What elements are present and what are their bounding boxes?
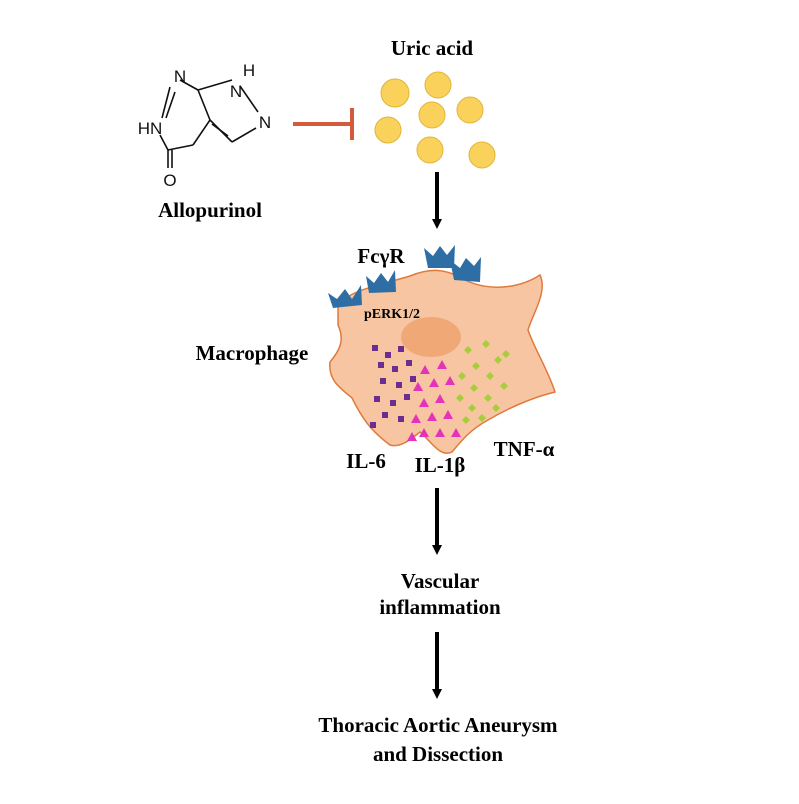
fcgr-receptors	[328, 245, 481, 308]
atom-nh-hydrogen: H	[243, 61, 255, 80]
fcgr-receptor	[328, 285, 362, 308]
atom-n-top: N	[230, 82, 242, 101]
uric-acid-particle	[424, 71, 452, 99]
allopurinol-label: Allopurinol	[158, 198, 262, 222]
disease-label-line1: Thoracic Aortic Aneurysm	[318, 713, 558, 737]
uric-acid-particle	[418, 101, 446, 129]
tnfa-label: TNF-α	[494, 437, 555, 461]
uric-acid-particle	[456, 96, 484, 124]
atom-hn: HN	[138, 119, 163, 138]
macrophage-nucleus	[401, 317, 461, 357]
macrophage-label: Macrophage	[196, 341, 309, 365]
fcgr-label: FcγR	[357, 244, 405, 268]
il6-label: IL-6	[346, 449, 386, 473]
inflammation-label-line1: Vascular	[401, 569, 480, 593]
uric-acid-particle	[374, 116, 402, 144]
uric-acid-label: Uric acid	[391, 36, 474, 60]
tnfa-particles	[456, 340, 510, 424]
il6-particles	[370, 345, 416, 428]
inflammation-label-line2: inflammation	[379, 595, 501, 619]
atom-n-right: N	[259, 113, 271, 132]
atom-oxygen: O	[163, 171, 176, 190]
perk-label: pERK1/2	[364, 307, 420, 322]
allopurinol-structure	[159, 79, 259, 168]
uric-acid-particle	[416, 136, 444, 164]
uric-acid-particle	[380, 78, 410, 108]
uric-acid-particle	[468, 141, 496, 169]
atom-n1: N	[174, 67, 186, 86]
inhibition-bar	[293, 108, 354, 140]
il1b-label: IL-1β	[415, 453, 466, 477]
uric-acid-particles	[374, 71, 496, 169]
fcgr-receptor	[366, 270, 396, 293]
fcgr-receptor	[450, 257, 481, 282]
il1b-particles	[407, 360, 461, 441]
disease-label-line2: and Dissection	[373, 742, 503, 766]
fcgr-receptor	[424, 245, 455, 268]
